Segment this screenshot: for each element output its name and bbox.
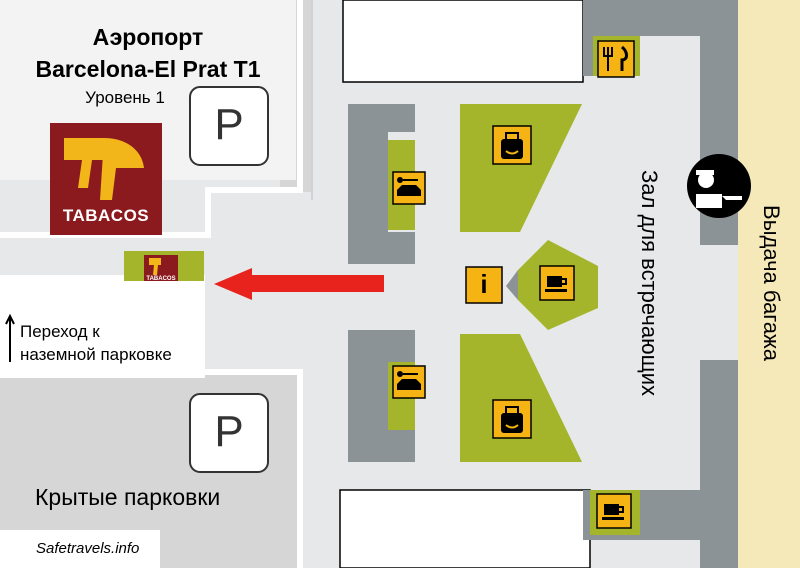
- covered-parking-label: Крытые парковки: [35, 484, 221, 510]
- credit-box: [0, 530, 160, 568]
- info-sign-letter: i: [480, 269, 488, 299]
- level-label: Уровень 1: [85, 88, 165, 107]
- tabacos-logo-t: [64, 138, 104, 188]
- customs-officer-icon: [687, 154, 751, 218]
- shop-lower: [460, 334, 582, 462]
- direction-arrow-icon: [214, 268, 384, 300]
- tabacos-logo-arc: [100, 138, 144, 200]
- credit-label: Safetravels.info: [36, 540, 140, 557]
- airport-title-name: Barcelona-El Prat T1: [35, 56, 261, 82]
- baggage-claim-label: Выдача багажа: [759, 205, 784, 361]
- shopping-bag-icon: [492, 125, 532, 165]
- parking-icon: [189, 393, 269, 473]
- transition-label-box: [0, 312, 205, 378]
- baggage-claim-area: [738, 0, 800, 568]
- parking-icon: [189, 86, 269, 166]
- right-wall-lower: [700, 360, 738, 568]
- arrivals-hall-label: Зал для встречающих: [637, 169, 662, 396]
- tabacos-mini-label: TABACOS: [146, 276, 176, 282]
- parking-sign-lower: P: [214, 407, 244, 456]
- shop-upper: [460, 104, 582, 232]
- shopping-bag-icon: [492, 399, 532, 439]
- info-icon: [465, 266, 503, 304]
- airport-title: Аэропорт: [92, 24, 204, 50]
- up-arrow-icon: [5, 313, 15, 362]
- walkway: [0, 275, 205, 312]
- transition-label-line1: Переход к: [20, 322, 100, 341]
- cafe-icon: [539, 265, 575, 301]
- transition-label: Переход к наземной парковке: [20, 320, 205, 366]
- rental-wing-lower: [348, 330, 415, 462]
- restaurant-icon: [597, 40, 635, 78]
- tabacos-label: TABACOS: [62, 206, 150, 225]
- rental-wing-upper: [348, 104, 415, 264]
- car-rental-icon: [392, 365, 426, 399]
- cafe-wedge: [506, 270, 518, 300]
- bottom-room: [339, 489, 591, 568]
- transition-label-line2: наземной парковке: [20, 345, 172, 364]
- cafe-icon: [596, 493, 632, 529]
- tabacos-mini-t: [149, 258, 161, 275]
- wall-outline-lower: [0, 369, 303, 568]
- parking-sign-upper: P: [214, 100, 244, 149]
- car-rental-icon: [392, 171, 426, 205]
- top-room: [342, 0, 584, 83]
